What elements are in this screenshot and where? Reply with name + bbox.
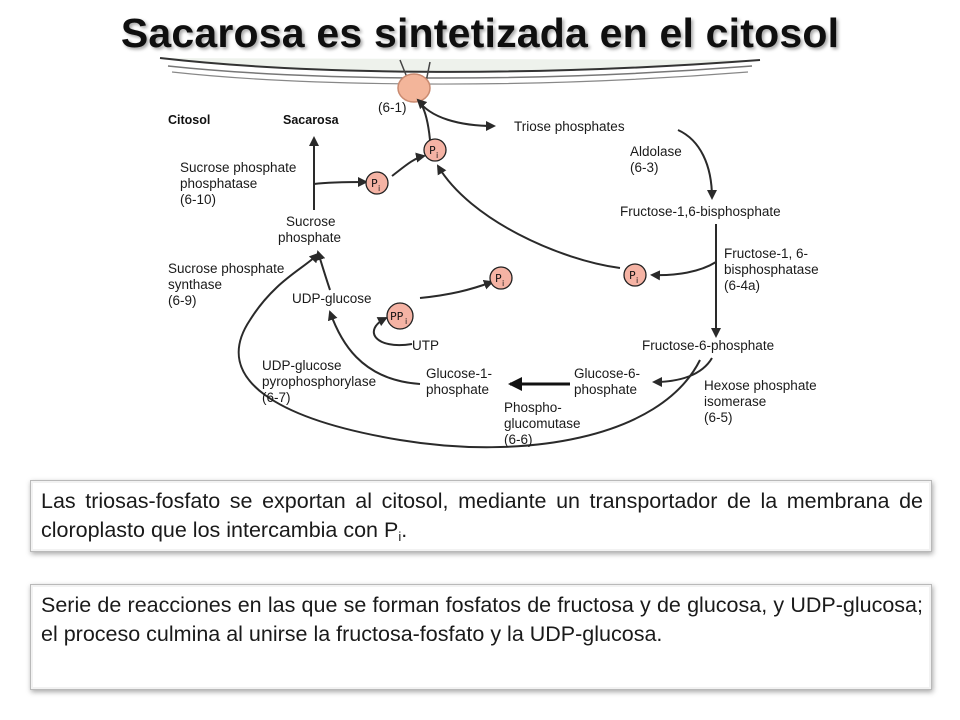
arrow-sps-pi <box>419 280 494 299</box>
arrow-fbpase-pi <box>650 261 717 281</box>
sps-ec: (6-9) <box>168 293 197 308</box>
spp-line1: Sucrose phosphate <box>180 160 296 175</box>
header-sacarosa: Sacarosa <box>283 113 340 127</box>
svg-text:PP: PP <box>390 310 404 323</box>
fructose-16-bisphosphate-label: Fructose-1,6-bisphosphate <box>620 204 781 219</box>
ppi-circle: PP i <box>386 302 414 330</box>
svg-text:P: P <box>371 177 378 190</box>
pathway-arrows <box>237 98 721 449</box>
glucose-6-phosphate-line2: phosphate <box>574 382 637 397</box>
phosphoglucomutase-ec: (6-6) <box>504 432 533 447</box>
header-citosol: Citosol <box>168 113 210 127</box>
arrow-aldolase <box>677 129 717 200</box>
hpi-line2: isomerase <box>704 394 766 409</box>
arrow-pi-to-pi <box>391 152 426 177</box>
sucrose-phosphate-line2: phosphate <box>278 230 341 245</box>
pi-circle-fbpase: P i <box>623 263 647 287</box>
svg-text:i: i <box>502 279 504 288</box>
svg-text:i: i <box>378 184 380 193</box>
step-6-1: (6-1) <box>378 100 407 115</box>
ugp-line1: UDP-glucose <box>262 358 342 373</box>
arrow-sps <box>315 250 331 291</box>
arrow-f6p-to-sps <box>237 252 701 449</box>
spp-ec: (6-10) <box>180 192 216 207</box>
info-box-triose-export-end: . <box>401 518 408 543</box>
svg-text:i: i <box>436 151 438 160</box>
fructose-6-phosphate-label: Fructose-6-phosphate <box>642 338 774 353</box>
arrow-pi-return <box>436 164 621 269</box>
info-box-triose-export: Las triosas-fosfato se exportan al citos… <box>30 480 932 552</box>
aldolase-label: Aldolase <box>630 144 682 159</box>
arrow-translocator-to-pi <box>416 98 431 141</box>
ugp-line2: pyrophosphorylase <box>262 374 376 389</box>
sps-line1: Sucrose phosphate <box>168 261 284 276</box>
triose-phosphates-label: Triose phosphates <box>514 119 625 134</box>
svg-text:P: P <box>495 272 502 285</box>
sucrose-phosphate-line1: Sucrose <box>286 214 336 229</box>
chloroplast-membrane <box>159 57 761 103</box>
phosphoglucomutase-line2: glucomutase <box>504 416 581 431</box>
arrow-translocator-to-triose <box>417 99 496 131</box>
pi-circle-spp: P i <box>365 171 389 195</box>
fbpase-line1: Fructose-1, 6- <box>724 246 808 261</box>
aldolase-ec: (6-3) <box>630 160 659 175</box>
svg-text:i: i <box>405 317 407 326</box>
sps-line2: synthase <box>168 277 222 292</box>
glucose-1-phosphate-line1: Glucose-1- <box>426 366 492 381</box>
glucose-6-phosphate-line1: Glucose-6- <box>574 366 640 381</box>
svg-text:i: i <box>636 276 638 285</box>
arrow-spp-pi <box>313 177 368 188</box>
info-box-triose-export-text: Las triosas-fosfato se exportan al citos… <box>41 489 923 543</box>
svg-text:P: P <box>429 144 436 157</box>
info-box-reaction-series: Serie de reacciones en las que se forman… <box>30 584 932 690</box>
svg-text:P: P <box>629 269 636 282</box>
triose-phosphate-translocator <box>397 73 431 103</box>
pi-circle-top: P i <box>423 138 447 162</box>
pi-subscript: i <box>398 529 402 545</box>
ugp-ec: (6-7) <box>262 390 291 405</box>
page-title: Sacarosa es sintetizada en el citosol <box>120 10 840 56</box>
arrow-utp-ppi <box>373 317 413 347</box>
phosphoglucomutase-line1: Phospho- <box>504 400 562 415</box>
pi-circle-sps: P i <box>489 266 513 290</box>
spp-line2: phosphatase <box>180 176 257 191</box>
hpi-line1: Hexose phosphate <box>704 378 817 393</box>
fbpase-ec: (6-4a) <box>724 278 760 293</box>
arrow-ugp <box>327 310 421 385</box>
glucose-1-phosphate-line2: phosphate <box>426 382 489 397</box>
udp-glucose-label: UDP-glucose <box>292 291 372 306</box>
fbpase-line2: bisphosphatase <box>724 262 819 277</box>
info-box-reaction-series-text: Serie de reacciones en las que se forman… <box>41 593 923 647</box>
utp-label: UTP <box>412 338 439 353</box>
hpi-ec: (6-5) <box>704 410 733 425</box>
